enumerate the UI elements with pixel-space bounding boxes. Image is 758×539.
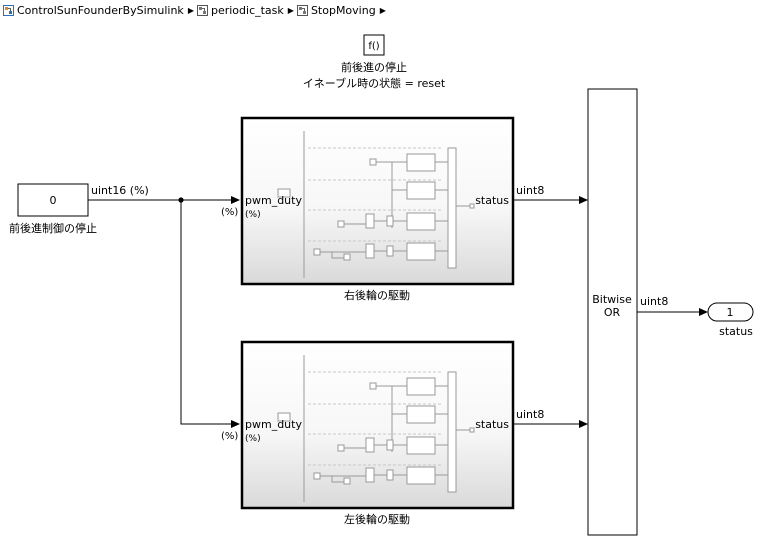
subsystem-in-port: pwm_duty — [245, 418, 302, 431]
function-block-label-1: 前後進の停止 — [341, 60, 407, 74]
outport-label: status — [719, 325, 753, 338]
subsystem-left-rear-wheel[interactable]: pwm_duty (%) status — [240, 340, 515, 510]
breadcrumb-item-periodic-task[interactable]: periodic_task ▶ — [194, 4, 294, 17]
breadcrumb-separator: ▶ — [379, 5, 386, 15]
subsystem-left-unit: (%) — [221, 431, 238, 442]
subsystem-in-unit: (%) — [245, 210, 261, 220]
subsystem-right-rear-wheel[interactable]: pwm_duty (%) status — [240, 116, 515, 286]
bitwise-line1: Bitwise — [592, 293, 632, 306]
breadcrumb: ControlSunFounderBySimulink ▶ periodic_t… — [0, 0, 758, 20]
breadcrumb-label: periodic_task — [210, 3, 284, 17]
subsystem-in-unit: (%) — [245, 434, 261, 444]
function-block-text: f() — [368, 41, 379, 52]
subsystem-in-port: pwm_duty — [245, 194, 302, 207]
signal-lines-input[interactable] — [88, 199, 231, 425]
branch-point — [178, 197, 184, 203]
bitwise-line2: OR — [604, 306, 621, 319]
breadcrumb-item-stopmoving[interactable]: StopMoving ▶ — [294, 4, 386, 17]
arrow-head — [231, 420, 240, 428]
arrow-head — [699, 308, 708, 316]
constant-label: 前後進制御の停止 — [9, 221, 97, 235]
bitwise-out-signal: uint8 — [640, 295, 668, 308]
constant-out-signal: uint16 (%) — [91, 184, 149, 197]
subsystem-left-unit: (%) — [221, 207, 238, 218]
subsystem-out-port: status — [475, 418, 509, 431]
subsystem-label: 左後輪の駆動 — [344, 512, 410, 526]
signal-lines-output[interactable] — [513, 199, 579, 425]
subsystem-out-signal: uint8 — [516, 408, 544, 421]
function-block[interactable]: f() — [363, 34, 385, 56]
breadcrumb-label: StopMoving — [310, 3, 376, 17]
constant-block[interactable]: 0 — [17, 183, 89, 217]
subsystem-out-signal: uint8 — [516, 184, 544, 197]
subsystem-out-port: status — [475, 194, 509, 207]
outport-block[interactable]: 1 — [707, 302, 754, 322]
subsystem-icon — [296, 4, 308, 16]
arrow-head — [231, 196, 240, 204]
subsystem-label: 右後輪の駆動 — [344, 288, 410, 302]
function-block-label-2: イネーブル時の状態 = reset — [303, 76, 446, 90]
breadcrumb-label: ControlSunFounderBySimulink — [17, 3, 184, 17]
outport-number: 1 — [727, 306, 734, 319]
model-icon — [3, 4, 14, 16]
arrow-head — [579, 196, 588, 204]
breadcrumb-separator: ▶ — [187, 5, 194, 15]
arrow-head — [579, 420, 588, 428]
bitwise-or-block[interactable]: Bitwise OR — [587, 88, 638, 536]
breadcrumb-separator: ▶ — [287, 5, 294, 15]
subsystem-icon — [196, 4, 208, 16]
constant-value: 0 — [50, 194, 57, 207]
breadcrumb-item-model[interactable]: ControlSunFounderBySimulink ▶ — [0, 4, 194, 17]
